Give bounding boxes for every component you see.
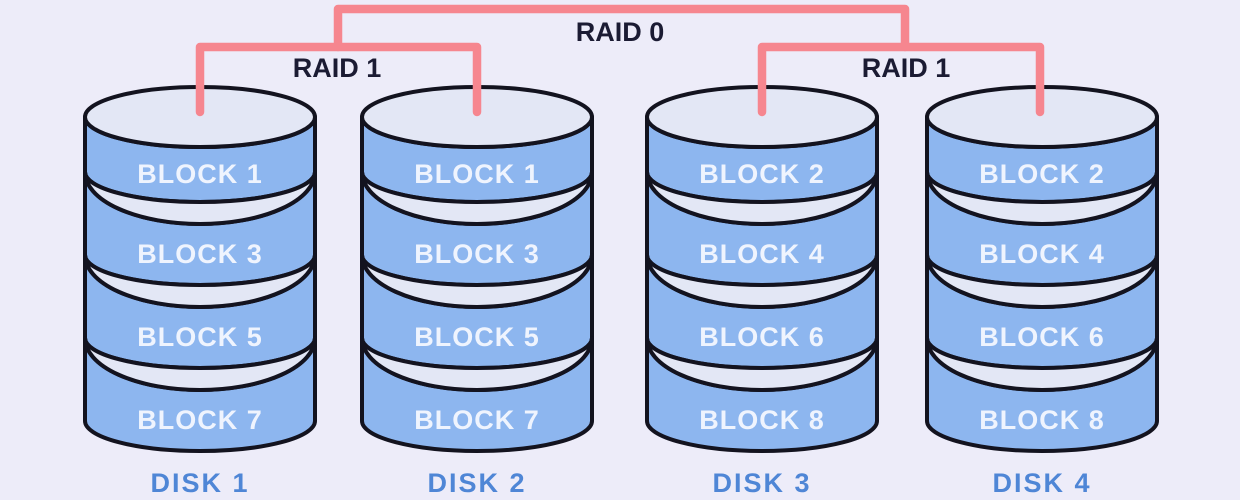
disk-3-block-1: BLOCK 2 [699, 159, 825, 189]
raid0-bracket-line [333, 4, 910, 52]
disk-2: BLOCK 1 BLOCK 3 BLOCK 5 BLOCK 7 DISK 2 [360, 85, 594, 498]
disk-2-block-3: BLOCK 5 [414, 322, 540, 352]
raid1-right-label: RAID 1 [862, 53, 951, 83]
disk-2-label: DISK 2 [427, 468, 526, 498]
disk-1-block-4: BLOCK 7 [137, 405, 263, 435]
disk-1-label: DISK 1 [150, 468, 249, 498]
raid1-right-bracket-line [757, 42, 1045, 117]
disk-4-block-2: BLOCK 4 [979, 239, 1105, 269]
disk-2-block-1: BLOCK 1 [414, 159, 540, 189]
raid1-left-label: RAID 1 [293, 53, 382, 83]
disk-4: BLOCK 2 BLOCK 4 BLOCK 6 BLOCK 8 DISK 4 [925, 85, 1159, 498]
disk-1-block-2: BLOCK 3 [137, 239, 263, 269]
disk-2-block-4: BLOCK 7 [414, 405, 540, 435]
disk-3-block-4: BLOCK 8 [699, 405, 825, 435]
disk-1: BLOCK 1 BLOCK 3 BLOCK 5 BLOCK 7 DISK 1 [83, 85, 317, 498]
raid1-left-bracket-line [195, 42, 482, 117]
disk-4-block-1: BLOCK 2 [979, 159, 1105, 189]
raid0-label: RAID 0 [576, 17, 665, 47]
disk-1-block-3: BLOCK 5 [137, 322, 263, 352]
disk-2-block-2: BLOCK 3 [414, 239, 540, 269]
disk-3-block-2: BLOCK 4 [699, 239, 825, 269]
disk-3: BLOCK 2 BLOCK 4 BLOCK 6 BLOCK 8 DISK 3 [645, 85, 879, 498]
disk-4-block-3: BLOCK 6 [979, 322, 1105, 352]
disk-1-block-1: BLOCK 1 [137, 159, 263, 189]
disk-4-block-4: BLOCK 8 [979, 405, 1105, 435]
disk-3-label: DISK 3 [712, 468, 811, 498]
disk-3-block-3: BLOCK 6 [699, 322, 825, 352]
disk-4-label: DISK 4 [992, 468, 1091, 498]
